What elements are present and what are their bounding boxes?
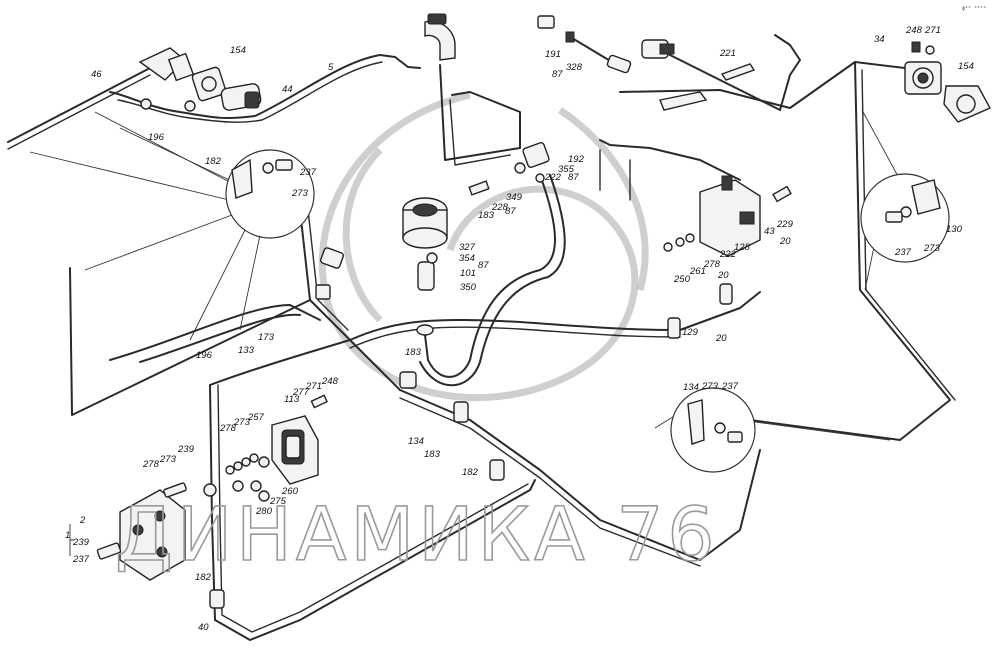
label-130: 130	[946, 224, 963, 235]
label-101: 101	[460, 268, 476, 279]
sensor-191	[537, 15, 632, 74]
label-248-b: 248	[321, 376, 339, 387]
label-182-c: 182	[195, 572, 212, 583]
socket-113	[271, 415, 319, 485]
label-134-b: 134	[683, 382, 699, 393]
label-183-c: 183	[424, 449, 441, 460]
label-248: 248	[905, 25, 923, 36]
elbow-connector-top	[424, 13, 456, 61]
relay-block-128	[663, 175, 792, 257]
label-87-d: 87	[478, 260, 489, 271]
label-277: 277	[292, 387, 310, 398]
label-20: 20	[779, 236, 791, 247]
label-2: 2	[79, 515, 86, 526]
label-43: 43	[764, 226, 775, 237]
label-327: 327	[459, 242, 476, 253]
label-222: 222	[544, 172, 562, 183]
bracket-group-mark	[69, 524, 74, 556]
watermark-text: ДИНАМИКА 76	[115, 492, 718, 578]
label-271: 271	[924, 25, 941, 36]
label-278: 278	[703, 259, 721, 270]
label-1: 1	[65, 530, 70, 541]
label-278-c: 278	[142, 459, 160, 470]
label-273-b: 273	[923, 243, 941, 254]
label-275: 275	[269, 496, 287, 507]
harness-wires	[7, 34, 956, 641]
label-192: 192	[568, 154, 585, 165]
label-278-b: 278	[219, 423, 237, 434]
callout-circle-right	[860, 173, 950, 263]
watermark-logo	[318, 91, 649, 402]
label-350: 350	[460, 282, 477, 293]
label-20-b: 20	[717, 270, 729, 281]
label-328: 328	[566, 62, 583, 73]
label-87: 87	[552, 69, 563, 80]
label-191: 191	[545, 49, 561, 60]
callout-circle-left	[225, 149, 315, 239]
label-271-b: 271	[305, 381, 322, 392]
label-280: 280	[255, 506, 273, 517]
label-87-c: 87	[505, 206, 516, 217]
label-273-e: 273	[159, 454, 177, 465]
label-221: 221	[719, 48, 736, 59]
sensor-327	[402, 197, 448, 291]
leader-lines	[29, 109, 901, 441]
label-239-b: 239	[72, 537, 90, 548]
label-250: 250	[673, 274, 691, 285]
connector-plug-221	[641, 39, 756, 111]
label-182: 182	[205, 156, 222, 167]
label-257: 257	[247, 412, 265, 423]
label-183: 183	[478, 210, 495, 221]
label-87-b: 87	[568, 172, 579, 183]
label-134: 134	[408, 436, 424, 447]
label-196-b: 196	[196, 350, 213, 361]
label-183-b: 183	[405, 347, 422, 358]
label-34: 34	[874, 34, 885, 45]
connector-154-left	[138, 47, 262, 112]
label-273-c: 273	[701, 381, 719, 392]
label-260: 260	[281, 486, 299, 497]
label-261: 261	[689, 266, 706, 277]
washers-stack	[203, 394, 328, 502]
label-237: 237	[299, 167, 317, 178]
switch-192	[468, 141, 550, 196]
label-349: 349	[506, 192, 523, 203]
label-239: 239	[177, 444, 195, 455]
bracket-2	[96, 482, 187, 581]
label-196: 196	[148, 132, 165, 143]
label-237-b: 237	[894, 247, 912, 258]
label-354: 354	[459, 253, 475, 264]
label-154: 154	[230, 45, 246, 56]
label-237-d: 237	[72, 554, 90, 565]
label-273: 273	[291, 188, 309, 199]
callout-circle-bottom	[670, 387, 756, 473]
label-173: 173	[258, 332, 275, 343]
label-128: 128	[734, 242, 751, 253]
corner-mark: ф⁸⁰ ⁰⁰⁰⁰	[962, 6, 986, 12]
label-44: 44	[282, 84, 293, 95]
label-355: 355	[558, 164, 575, 175]
label-237-c: 237	[721, 381, 739, 392]
label-228: 228	[491, 202, 509, 213]
label-229: 229	[776, 219, 794, 230]
label-5: 5	[328, 62, 334, 73]
label-129: 129	[682, 327, 699, 338]
label-40: 40	[198, 622, 209, 633]
label-113: 113	[284, 394, 300, 405]
label-154-right: 154	[958, 61, 974, 72]
label-182-b: 182	[462, 467, 479, 478]
connector-154-right	[904, 41, 991, 123]
label-273-d: 273	[233, 417, 251, 428]
label-133: 133	[238, 345, 255, 356]
clamps	[209, 247, 733, 609]
label-222-b: 222	[719, 249, 737, 260]
label-46: 46	[91, 69, 102, 80]
label-20-c: 20	[715, 333, 727, 344]
part-labels: 46 154 196 44 5 191 87 328 221 34 248 27…	[65, 25, 974, 633]
